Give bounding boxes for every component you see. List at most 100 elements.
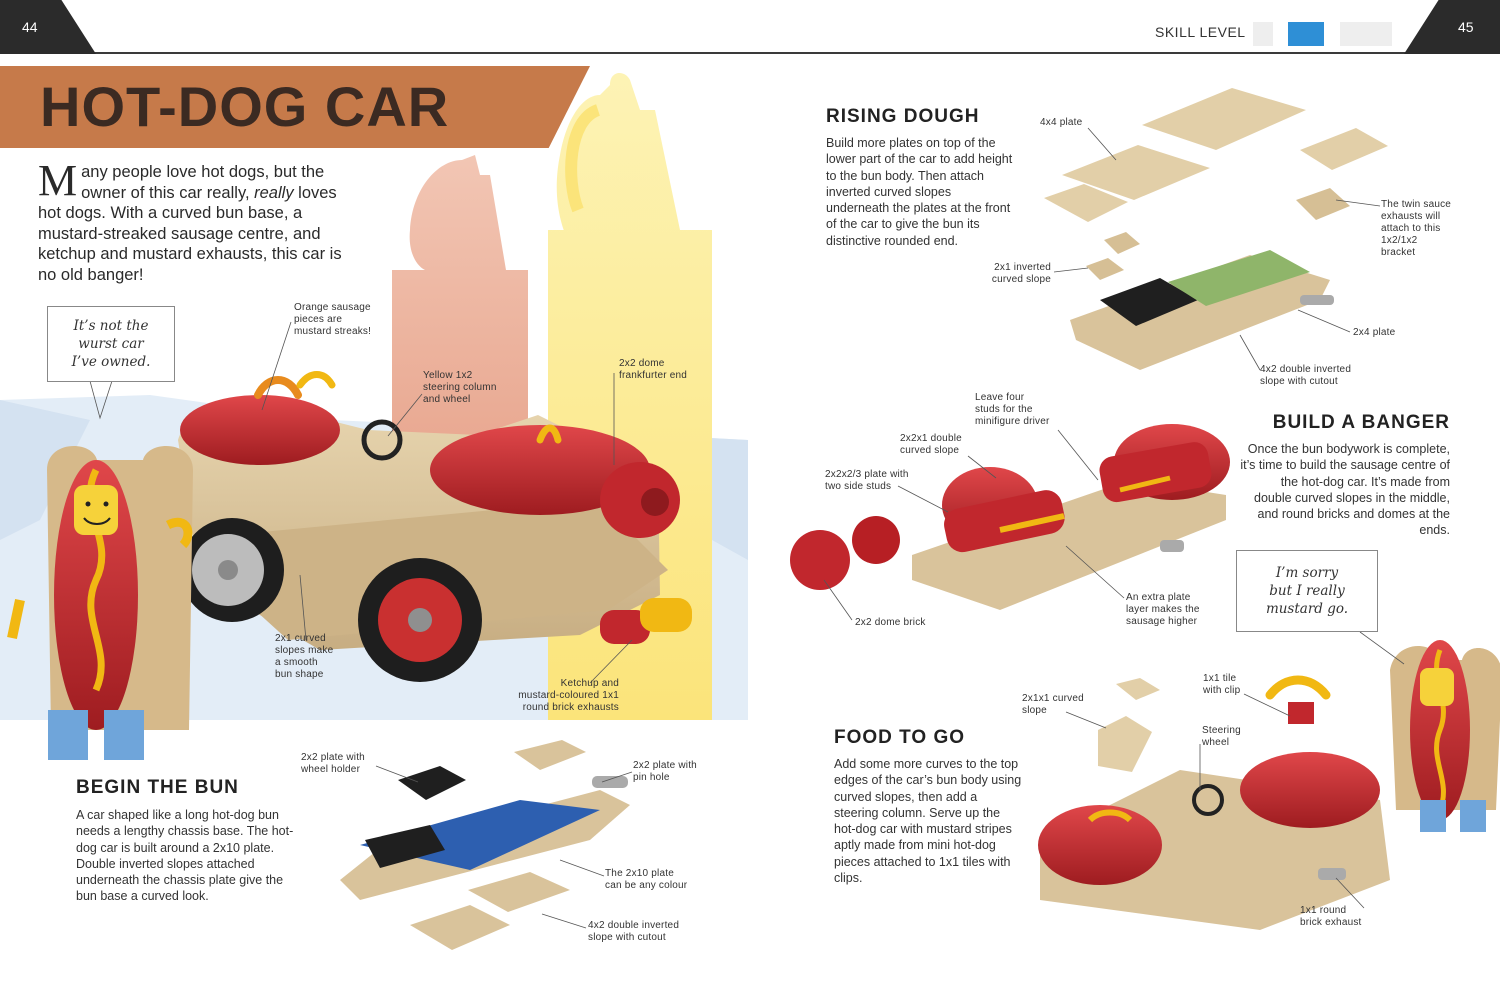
hotdog-minifigure-left bbox=[7, 446, 193, 760]
callout-dough-double-inverted: 4x2 double inverted slope with cutout bbox=[1260, 364, 1351, 388]
skill-brick-2 bbox=[1288, 22, 1324, 46]
food-to-go-text: Add some more curves to the top edges of… bbox=[834, 757, 1022, 886]
callout-line: 4x2 double inverted bbox=[1260, 364, 1352, 375]
callout-line: curved slope bbox=[900, 445, 960, 456]
callout-round-exhaust: 1x1 round brick exhaust bbox=[1300, 905, 1362, 929]
speech-bubble-left: It’s not the wurst car I’ve owned. bbox=[47, 306, 175, 382]
callout-line: with clip bbox=[1203, 685, 1241, 696]
callout-wheel-holder: 2x2 plate with wheel holder bbox=[301, 752, 365, 776]
callout-line: minifigure driver bbox=[975, 416, 1050, 427]
begin-bun-parts bbox=[340, 740, 630, 950]
rising-dough-text: Build more plates on top of the lower pa… bbox=[826, 136, 1013, 248]
callout-line: 1x1 round bbox=[1300, 905, 1347, 916]
callout-line: Yellow 1x2 bbox=[423, 370, 473, 381]
callout-line: slope with cutout bbox=[1260, 376, 1338, 387]
begin-bun-heading: BEGIN THE BUN bbox=[76, 777, 239, 798]
intro-emphasis: really bbox=[254, 183, 294, 202]
speech-bubble-right: I’m sorry but I really mustard go. bbox=[1236, 550, 1378, 632]
callout-line: curved slope bbox=[991, 274, 1051, 285]
callout-line: 4x4 plate bbox=[1040, 117, 1083, 128]
callout-line: wheel holder bbox=[301, 764, 361, 775]
speech-left-line-1: It’s not the bbox=[73, 318, 149, 334]
callout-line: Ketchup and bbox=[560, 678, 619, 689]
callout-line: pin hole bbox=[633, 772, 670, 783]
callout-curved-slopes: 2x1 curved slopes make a smooth bun shap… bbox=[275, 633, 333, 681]
callout-line: Orange sausage bbox=[294, 302, 371, 313]
callout-line: The 2x10 plate bbox=[605, 868, 674, 879]
callout-line: studs for the bbox=[975, 404, 1033, 415]
callout-line: frankfurter end bbox=[619, 370, 688, 381]
build-banger-parts bbox=[790, 424, 1230, 610]
hot-dog-car-main bbox=[178, 371, 692, 682]
callout-line: attach to this bbox=[1381, 223, 1441, 234]
build-banger-heading: BUILD A BANGER bbox=[1272, 412, 1450, 433]
rising-dough-parts bbox=[1044, 88, 1388, 370]
speech-left-line-2: wurst car bbox=[78, 336, 144, 352]
callout-pin-hole: 2x2 plate with pin hole bbox=[633, 760, 697, 784]
callout-line: pieces are bbox=[294, 314, 343, 325]
callout-twin-sauce: The twin sauce exhausts will attach to t… bbox=[1381, 199, 1451, 259]
callout-line: slope bbox=[1022, 705, 1047, 716]
callout-line: can be any colour bbox=[605, 880, 688, 891]
callout-2x10-plate: The 2x10 plate can be any colour bbox=[605, 868, 687, 892]
callout-line: steering column bbox=[423, 382, 497, 393]
callout-2x4-plate: 2x4 plate bbox=[1353, 327, 1395, 339]
callout-leader-lines bbox=[89, 127, 1405, 929]
callout-line: brick exhaust bbox=[1300, 917, 1362, 928]
speech-right-line-2: but I really bbox=[1269, 583, 1345, 599]
callout-line: 2x1 inverted bbox=[994, 262, 1051, 273]
callout-line: Steering bbox=[1202, 725, 1241, 736]
callout-line: The twin sauce bbox=[1381, 199, 1452, 210]
callout-line: slope with cutout bbox=[588, 932, 666, 943]
callout-line: slopes make bbox=[275, 645, 334, 656]
callout-line: bun shape bbox=[275, 669, 324, 680]
page-number-right-label: 45 bbox=[1458, 19, 1474, 35]
food-to-go-parts bbox=[1038, 675, 1390, 930]
callout-line: 2x2x2/3 plate with bbox=[825, 469, 909, 480]
callout-line: and wheel bbox=[423, 394, 471, 405]
callout-line: 2x2 dome bbox=[619, 358, 665, 369]
speech-right-line-1: I’m sorry bbox=[1275, 565, 1339, 581]
page-title: HOT-DOG CAR bbox=[40, 75, 450, 138]
callout-line: mustard streaks! bbox=[294, 326, 372, 337]
callout-dome-end: 2x2 dome frankfurter end bbox=[619, 358, 687, 382]
callout-steering-column: Yellow 1x2 steering column and wheel bbox=[423, 370, 497, 406]
callout-line: 2x2x1 double bbox=[900, 433, 962, 444]
callout-line: Leave four bbox=[975, 392, 1025, 403]
title-banner bbox=[0, 66, 590, 148]
callout-line: 2x1x1 curved bbox=[1022, 693, 1084, 704]
callout-orange-sausage: Orange sausage pieces are mustard streak… bbox=[294, 302, 371, 338]
callout-line: bracket bbox=[1381, 247, 1416, 258]
food-to-go-heading: FOOD TO GO bbox=[834, 727, 966, 748]
speech-right-line-3: mustard go. bbox=[1265, 601, 1349, 617]
callout-four-studs: Leave four studs for the minifigure driv… bbox=[975, 392, 1050, 428]
callout-4x4-plate: 4x4 plate bbox=[1040, 117, 1082, 129]
skill-brick-1 bbox=[1253, 22, 1273, 46]
header-rule bbox=[0, 52, 1500, 54]
callout-line: 4x2 double inverted bbox=[588, 920, 680, 931]
callout-line: An extra plate bbox=[1126, 592, 1191, 603]
callout-line: 2x4 plate bbox=[1353, 327, 1396, 338]
speech-left-line-3: I’ve owned. bbox=[71, 354, 151, 370]
callout-inverted-curved: 2x1 inverted curved slope bbox=[980, 262, 1051, 286]
callout-double-curved: 2x2x1 double curved slope bbox=[900, 433, 962, 457]
callout-line: exhausts will bbox=[1381, 211, 1441, 222]
hotdog-minifigure-right bbox=[1390, 640, 1500, 832]
callout-curved-slope-2x1x1: 2x1x1 curved slope bbox=[1022, 693, 1084, 717]
callout-line: wheel bbox=[1202, 737, 1230, 748]
intro-text-b: loves hot dogs. With a curved bun base, … bbox=[38, 183, 342, 284]
rising-dough-heading: RISING DOUGH bbox=[826, 106, 980, 127]
callout-line: 1x2/1x2 bbox=[1381, 235, 1418, 246]
callout-line: 2x2 plate with bbox=[301, 752, 365, 763]
callout-line: 1x1 tile bbox=[1203, 673, 1237, 684]
intro-dropcap: M bbox=[38, 156, 78, 205]
callout-line: round brick exhausts bbox=[522, 702, 619, 713]
callout-side-studs: 2x2x2/3 plate with two side studs bbox=[825, 469, 909, 493]
callout-line: layer makes the bbox=[1126, 604, 1200, 615]
begin-bun-text: A car shaped like a long hot-dog bun nee… bbox=[76, 808, 294, 904]
callout-dome-brick: 2x2 dome brick bbox=[855, 617, 926, 629]
callout-tile-clip: 1x1 tile with clip bbox=[1203, 673, 1240, 697]
callout-line: mustard-coloured 1x1 bbox=[518, 690, 619, 701]
